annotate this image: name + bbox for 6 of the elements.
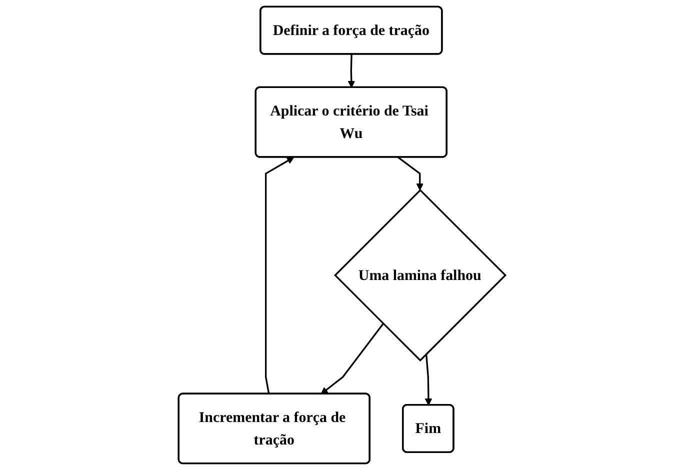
arrow xyxy=(264,157,294,394)
arrow xyxy=(424,354,432,406)
arrow xyxy=(398,156,424,190)
node-diamond: Uma lamina falhou xyxy=(334,188,507,362)
arrow xyxy=(320,323,384,394)
arrow xyxy=(348,54,356,88)
